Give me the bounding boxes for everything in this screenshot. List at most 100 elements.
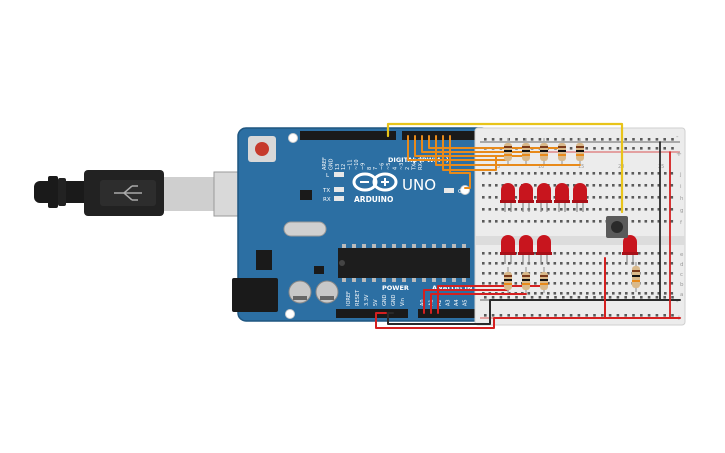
breadboard-hole	[651, 196, 654, 199]
wire-orange[interactable]	[435, 135, 581, 166]
resistor-icon[interactable]	[504, 267, 512, 293]
arduino-uno-board[interactable]: UNO ARDUINO ON L TX RX DIGITAL (PWM~) PO…	[232, 127, 491, 322]
breadboard-hole	[625, 282, 628, 285]
breadboard-hole	[508, 262, 511, 265]
breadboard-hole	[605, 272, 609, 275]
wires[interactable]	[375, 122, 681, 329]
breadboard-hole	[625, 208, 628, 211]
led-icon[interactable]	[518, 235, 534, 264]
wire-orange[interactable]	[414, 135, 527, 157]
rail-hole	[593, 314, 596, 317]
breadboard-hole	[586, 172, 589, 175]
wire-black-gnd[interactable]	[387, 299, 681, 325]
led-icon[interactable]	[500, 183, 516, 212]
breadboard-hole	[566, 282, 570, 285]
led-icon[interactable]	[572, 183, 588, 212]
breadboard-hole	[495, 184, 498, 187]
led-icon[interactable]	[536, 235, 552, 264]
led-icon[interactable]	[500, 235, 516, 264]
rail-minus-label: -	[676, 133, 679, 141]
breadboard-hole	[670, 252, 674, 255]
pin-label: IOREF	[346, 291, 352, 306]
wire-orange[interactable]	[421, 135, 545, 153]
rail-hole	[577, 138, 581, 141]
resistors-bottom[interactable]	[504, 267, 548, 293]
wire-red-5v[interactable]	[375, 312, 681, 329]
pin-label: A5	[463, 299, 469, 306]
rail-hole	[601, 138, 604, 141]
rail-hole	[538, 296, 542, 299]
resistors-top[interactable]	[504, 138, 584, 164]
breadboard-hole	[651, 292, 654, 295]
led-icon[interactable]	[554, 183, 570, 212]
breadboard-hole	[566, 252, 570, 255]
breadboard-hole	[547, 262, 550, 265]
rail-hole	[601, 296, 604, 299]
rail-hole	[601, 314, 604, 317]
pushbutton-icon[interactable]	[606, 216, 628, 238]
rail-hole	[523, 314, 526, 317]
breadboard-hole	[482, 196, 485, 199]
breadboard-hole	[501, 220, 505, 223]
breadboard-hole	[592, 272, 596, 275]
resistor-icon[interactable]	[540, 138, 548, 164]
resistor-icon[interactable]	[632, 262, 640, 292]
rail-minus-label: -	[676, 298, 679, 306]
rail-hole	[663, 147, 666, 150]
resistor-icon[interactable]	[540, 267, 548, 293]
wire-orange[interactable]	[407, 135, 509, 161]
wire-orange[interactable]	[442, 135, 501, 171]
rail-hole	[616, 138, 620, 141]
resistor-icon[interactable]	[504, 138, 512, 164]
usb-plug-icon[interactable]	[34, 170, 273, 217]
wire-orange[interactable]	[449, 135, 471, 189]
rail-hole	[593, 296, 596, 299]
resistor-icon[interactable]	[558, 138, 566, 164]
wire-yellow[interactable]	[386, 122, 624, 214]
rail-hole	[640, 296, 643, 299]
breadboard-hole	[644, 272, 648, 275]
breadboard-hole	[599, 282, 602, 285]
rail-hole	[507, 296, 510, 299]
breadboard-hole	[495, 208, 498, 211]
breadboard-hole	[605, 196, 609, 199]
resistor-icon[interactable]	[522, 267, 530, 293]
led-icon[interactable]	[536, 183, 552, 212]
wire-red[interactable]	[423, 289, 509, 314]
breadboard-hole	[488, 196, 492, 199]
rail-hole	[546, 296, 549, 299]
breadboard-hole	[495, 272, 498, 275]
rail-hole	[632, 296, 635, 299]
rail-hole	[647, 138, 651, 141]
pin-label: 2	[405, 167, 411, 170]
breadboard-hole	[573, 292, 576, 295]
resistor-icon[interactable]	[522, 138, 530, 164]
pin-label: GND	[382, 294, 388, 306]
breadboard-hole	[644, 252, 648, 255]
breadboard-hole	[586, 252, 589, 255]
wire-red[interactable]	[430, 293, 527, 314]
breadboard-hole	[534, 292, 537, 295]
rail-hole	[671, 314, 674, 317]
wire-orange[interactable]	[428, 135, 563, 149]
leds[interactable]	[500, 183, 638, 264]
breadboard-hole	[599, 272, 602, 275]
resistor-icon[interactable]	[576, 138, 584, 164]
led-icon[interactable]	[518, 183, 534, 212]
breadboard-hole	[553, 196, 557, 199]
led-icon[interactable]	[622, 235, 638, 264]
rail-hole	[530, 314, 534, 317]
breadboard-hole	[495, 196, 498, 199]
breadboard-hole	[482, 272, 485, 275]
breadboard-hole	[638, 172, 641, 175]
rail-hole	[546, 314, 549, 317]
breadboard-hole	[586, 262, 589, 265]
breadboard-hole	[599, 196, 602, 199]
rail-hole	[515, 314, 518, 317]
breadboard-hole	[501, 262, 505, 265]
breadboard-hole	[631, 184, 635, 187]
breadboard-hole	[553, 282, 557, 285]
breadboard-hole	[514, 272, 518, 275]
rail-hole	[647, 296, 651, 299]
rail-hole	[569, 138, 573, 141]
